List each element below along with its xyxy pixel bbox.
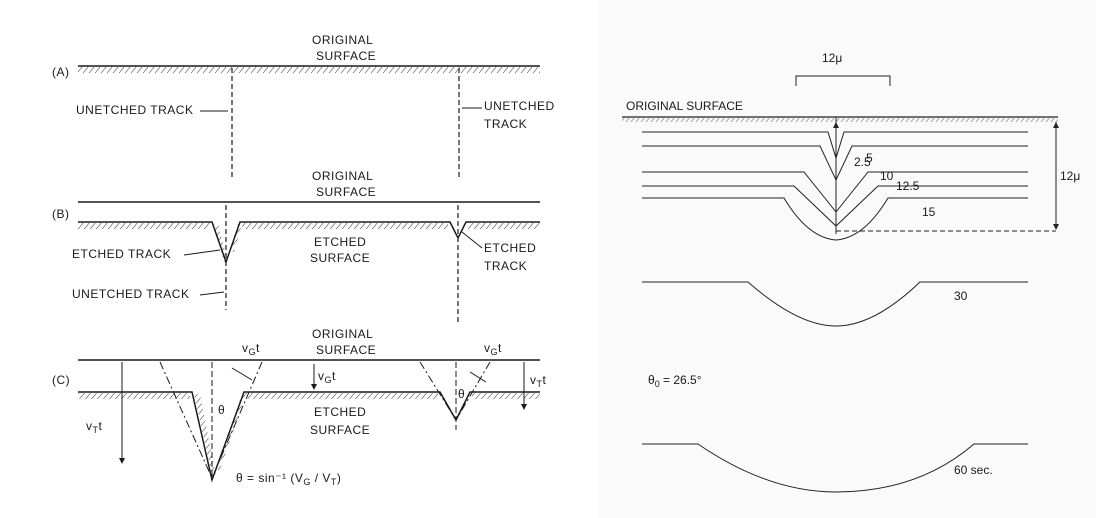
panel-c-vt-left-arrowhead [119, 458, 125, 464]
panel-b-pointer-unetched [199, 291, 225, 296]
panel-a-original-surface-line2: SURFACE [316, 49, 376, 63]
depth-arrow-bottom [1053, 224, 1059, 230]
panel-c-etched-surface-2: SURFACE [310, 423, 370, 437]
panel-b-etched-surface-2: SURFACE [310, 251, 370, 265]
etching-diagram-panel: (A) ORIGINAL SURFACE UNETCHED TRACK UNET… [52, 33, 555, 487]
scale-bar [795, 75, 891, 86]
panel-c-vt-left: vTt [86, 419, 103, 435]
panel-c-cone-left-1 [159, 361, 213, 479]
panel-a-original-surface-line1: ORIGINAL [312, 33, 373, 47]
panel-c-vg-perp-right [469, 371, 487, 383]
time-label-30: 30 [954, 289, 968, 303]
time-label-5: 5 [866, 151, 873, 165]
panel-b-etched-track-right-2: TRACK [484, 259, 527, 273]
scale-label: 12μ [822, 51, 842, 65]
panel-c-original-surface-line2: SURFACE [316, 343, 376, 357]
panel-c-vg-perp-left [231, 367, 253, 381]
profile-15 [642, 197, 1028, 241]
depth-arrow-top [1053, 122, 1059, 128]
panel-c-cone-right-2 [455, 361, 491, 421]
etch-profile-svg: 12μ ORIGINAL SURFACE 2.5 5 10 12.5 15 12… [622, 51, 1080, 493]
panel-c-etched-line [78, 391, 540, 483]
panel-a-unetched-track-left: UNETCHED TRACK [76, 103, 193, 117]
profile-2-5 [642, 131, 1028, 160]
panel-c-cone-right-1 [419, 361, 457, 421]
time-label-2-5: 2.5 [854, 155, 871, 169]
original-surface-hatch [622, 118, 1058, 122]
panel-b-pit-hatch-left [214, 224, 228, 262]
profile-60 [642, 443, 1028, 493]
panel-c-hatch-1 [78, 393, 190, 399]
panel-c-vt-right: vTt [530, 373, 547, 389]
panel-c-label: (C) [52, 373, 70, 387]
panel-b-hatch-1 [78, 223, 210, 229]
panel-c: ORIGINAL SURFACE (C) vGt vGt vGt θ θ vTt [52, 327, 547, 487]
panel-c-vt-right-arrowhead [521, 404, 527, 410]
panel-c-original-surface-line1: ORIGINAL [312, 327, 373, 341]
profile-12-5 [642, 185, 1028, 227]
panel-c-cone-left-2 [211, 361, 263, 479]
panel-b: ORIGINAL SURFACE (B) ETCHED TRACK ETCHED… [52, 169, 540, 325]
panel-c-vg-right: vGt [484, 341, 502, 357]
panel-b-original-surface-line2: SURFACE [316, 185, 376, 199]
panel-b-etched-surface-1: ETCHED [314, 235, 366, 249]
panel-c-vg-center-arrowhead [311, 384, 317, 390]
panel-b-original-surface-line1: ORIGINAL [312, 169, 373, 183]
panel-b-hatch-2 [242, 223, 448, 229]
panel-c-hatch-2 [246, 393, 438, 399]
depth-label: 12μ [1060, 169, 1080, 183]
profile-5 [642, 145, 1028, 182]
etching-diagram-svg: (A) ORIGINAL SURFACE UNETCHED TRACK UNET… [52, 33, 555, 487]
panel-c-theta-left: θ [218, 403, 225, 417]
time-label-15: 15 [922, 205, 936, 219]
panel-b-pointer-etched [183, 249, 221, 256]
panel-b-etched-line [78, 221, 540, 265]
theta0-label: θ0 = 26.5° [648, 373, 702, 389]
track-arrow-top [833, 122, 839, 128]
panel-c-formula: θ = sin⁻¹ (VG / VT) [236, 471, 341, 487]
panel-b-etched-track-right-1: ETCHED [484, 241, 536, 255]
panel-b-label: (B) [52, 207, 70, 221]
panel-b-hatch-3 [468, 223, 540, 229]
panel-a-label: (A) [52, 65, 70, 79]
time-label-60: 60 sec. [954, 463, 993, 477]
panel-c-hatch-3 [472, 393, 540, 399]
panel-b-unetched-track: UNETCHED TRACK [72, 287, 189, 301]
time-label-10: 10 [880, 169, 894, 183]
time-label-12-5: 12.5 [896, 179, 920, 193]
panel-c-vg-left: vGt [242, 341, 260, 357]
panel-a-unetched-track-right-1: UNETCHED [484, 99, 555, 113]
original-surface-label: ORIGINAL SURFACE [626, 99, 743, 113]
panel-c-etched-surface-1: ETCHED [314, 405, 366, 419]
panel-b-etched-track-left: ETCHED TRACK [72, 247, 171, 261]
profile-30 [642, 281, 1028, 327]
etch-profile-panel: 12μ ORIGINAL SURFACE 2.5 5 10 12.5 15 12… [598, 0, 1096, 518]
panel-a-unetched-track-right-2: TRACK [484, 117, 527, 131]
panel-a: (A) ORIGINAL SURFACE UNETCHED TRACK UNET… [52, 33, 555, 178]
panel-a-hatch [78, 67, 540, 73]
panel-c-pit-hatch-left [194, 394, 216, 476]
panel-c-vg-center: vGt [318, 369, 336, 385]
panel-b-pointer-right [461, 231, 483, 249]
panel-b-pit-hatch-left-2 [230, 224, 242, 252]
panel-c-theta-right: θ [458, 387, 465, 401]
